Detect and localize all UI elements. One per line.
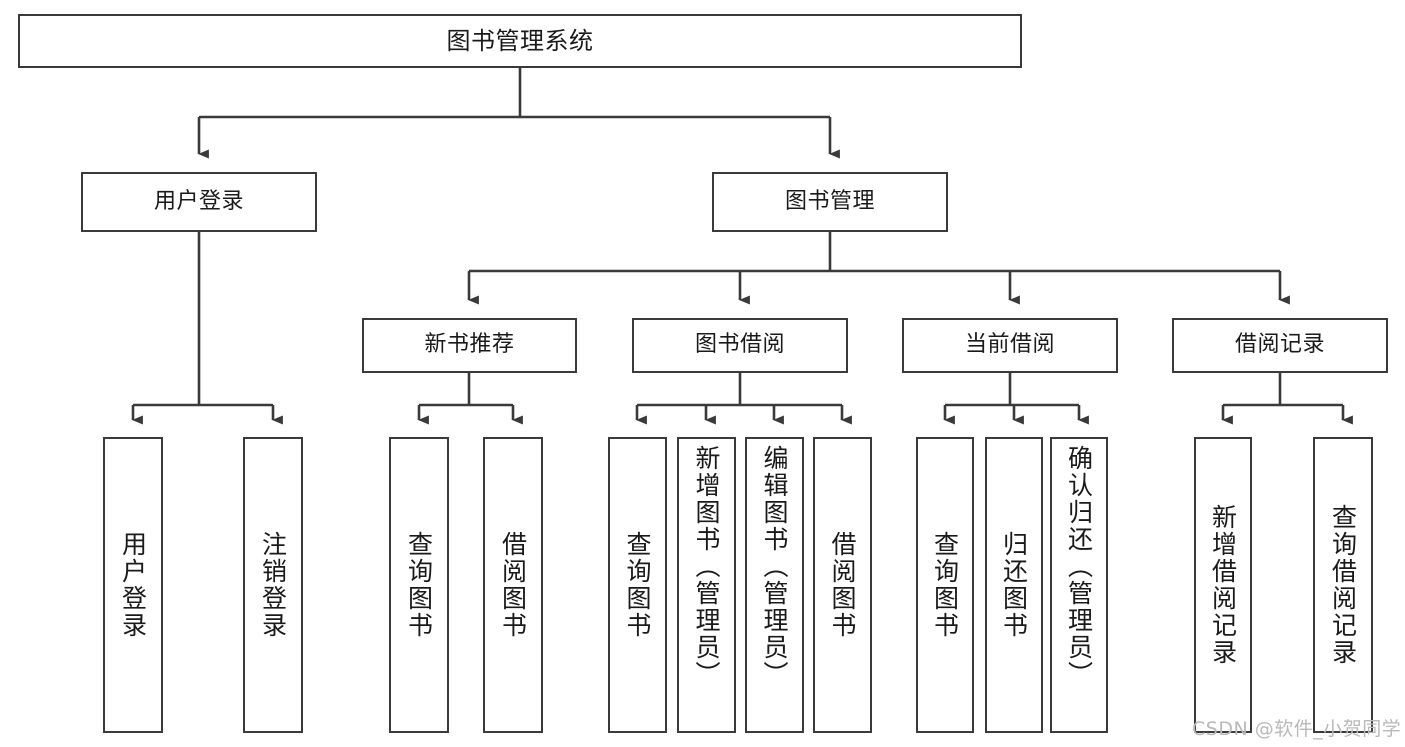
node-leaf-borrow-book-2[interactable]: 借阅图书 (813, 437, 872, 733)
node-book-manage-label: 图书管理 (784, 188, 875, 214)
node-leaf-user-login-label: 用户登录 (118, 531, 148, 639)
node-leaf-query-book-2-label: 查询图书 (623, 531, 652, 639)
node-borrow-record[interactable]: 借阅记录 (1172, 318, 1388, 373)
node-leaf-user-login[interactable]: 用户登录 (103, 437, 163, 733)
node-current-borrow[interactable]: 当前借阅 (902, 318, 1118, 373)
node-leaf-borrow-book-1[interactable]: 借阅图书 (483, 437, 543, 733)
node-leaf-query-book-3-label: 查询图书 (930, 531, 960, 639)
node-leaf-query-book-2[interactable]: 查询图书 (608, 437, 667, 733)
node-user-login[interactable]: 用户登录 (81, 172, 317, 232)
node-leaf-add-book[interactable]: 新增图书（管理员） (677, 437, 736, 733)
node-leaf-user-logout[interactable]: 注销登录 (243, 437, 303, 733)
node-current-borrow-label: 当前借阅 (964, 332, 1055, 358)
node-leaf-query-record[interactable]: 查询借阅记录 (1313, 437, 1373, 733)
node-leaf-add-record[interactable]: 新增借阅记录 (1194, 437, 1252, 733)
node-book-borrow-label: 图书借阅 (694, 332, 785, 358)
node-leaf-confirm-return-label: 确认归还（管理员） (1064, 445, 1094, 688)
node-leaf-return-book-label: 归还图书 (999, 531, 1029, 639)
node-leaf-borrow-book-2-label: 借阅图书 (828, 531, 857, 639)
node-leaf-borrow-book-1-label: 借阅图书 (498, 531, 528, 639)
node-leaf-return-book[interactable]: 归还图书 (985, 437, 1043, 733)
node-leaf-query-book-3[interactable]: 查询图书 (916, 437, 974, 733)
node-leaf-confirm-return[interactable]: 确认归还（管理员） (1050, 437, 1108, 733)
node-new-book-rec-label: 新书推荐 (424, 332, 515, 358)
node-new-book-rec[interactable]: 新书推荐 (362, 318, 577, 373)
watermark: CSDN @软件_小贺同学 (1192, 718, 1402, 740)
node-leaf-query-record-label: 查询借阅记录 (1328, 504, 1358, 666)
node-leaf-query-book-1[interactable]: 查询图书 (389, 437, 449, 733)
node-leaf-edit-book-label: 编辑图书（管理员） (760, 445, 789, 688)
node-leaf-user-logout-label: 注销登录 (258, 531, 288, 639)
node-user-login-label: 用户登录 (153, 188, 244, 214)
node-root-label: 图书管理系统 (446, 26, 594, 55)
node-borrow-record-label: 借阅记录 (1234, 332, 1325, 358)
node-book-borrow[interactable]: 图书借阅 (632, 318, 848, 373)
node-root[interactable]: 图书管理系统 (18, 14, 1022, 68)
node-leaf-add-record-label: 新增借阅记录 (1208, 504, 1238, 666)
node-leaf-query-book-1-label: 查询图书 (404, 531, 434, 639)
node-leaf-edit-book[interactable]: 编辑图书（管理员） (745, 437, 804, 733)
node-book-manage[interactable]: 图书管理 (712, 172, 948, 232)
node-leaf-add-book-label: 新增图书（管理员） (692, 445, 721, 688)
